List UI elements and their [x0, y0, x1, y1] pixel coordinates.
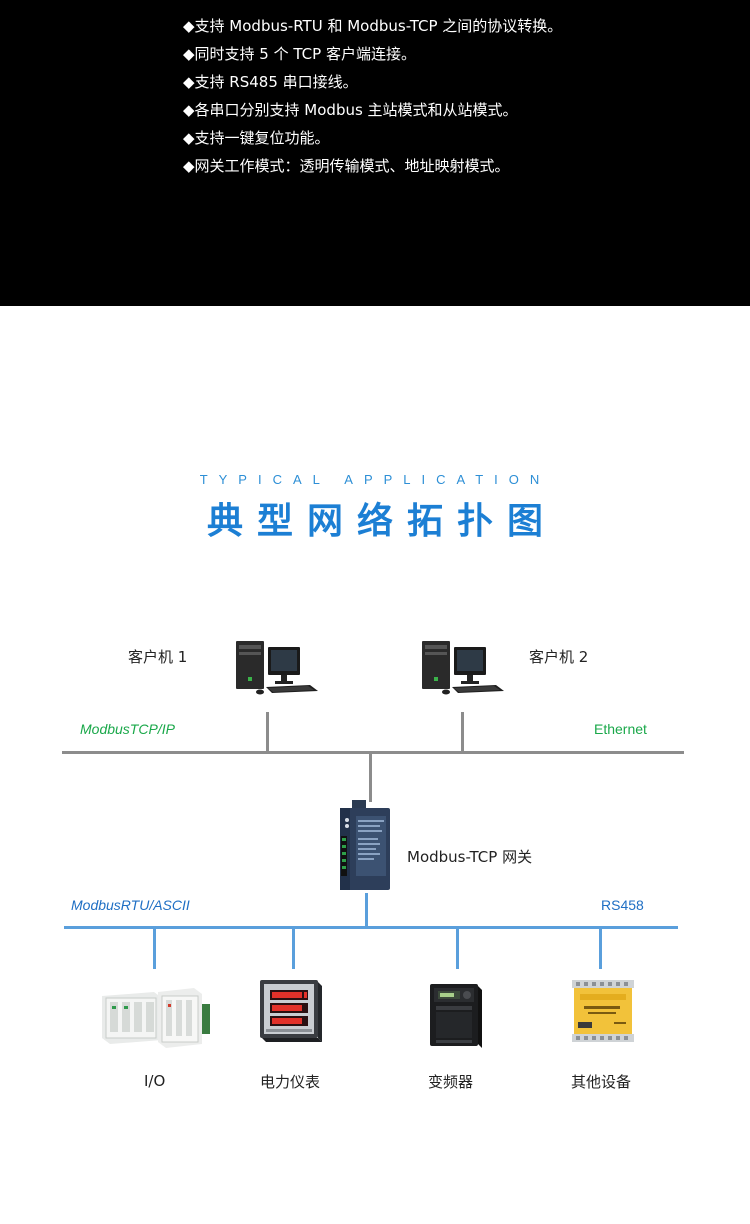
feature-item: ◆支持 RS485 串口接线。 [183, 73, 358, 91]
feature-panel: ◆支持 Modbus-RTU 和 Modbus-TCP 之间的协议转换。 ◆同时… [0, 0, 750, 306]
feature-item: ◆网关工作模式：透明传输模式、地址映射模式。 [183, 157, 510, 175]
client-1-drop-line [266, 712, 269, 752]
client-2-drop-line [461, 712, 464, 752]
feature-list: ◆支持 Modbus-RTU 和 Modbus-TCP 之间的协议转换。 ◆同时… [183, 12, 562, 180]
client-2-label: 客户机 2 [529, 648, 589, 666]
client-1-label: 客户机 1 [128, 648, 188, 666]
gateway-serial-line [365, 893, 368, 927]
computer-icon [230, 637, 320, 697]
feature-item: ◆同时支持 5 个 TCP 客户端连接。 [183, 45, 416, 63]
other-device-label: 其他设备 [571, 1073, 632, 1091]
meter-drop-line [292, 929, 295, 969]
ethernet-right-label: Ethernet [594, 721, 647, 737]
feature-item: ◆支持一键复位功能。 [183, 129, 330, 147]
ethernet-left-label: ModbusTCP/IP [80, 721, 175, 737]
feature-item: ◆支持 Modbus-RTU 和 Modbus-TCP 之间的协议转换。 [183, 17, 563, 35]
inverter-icon [428, 982, 484, 1050]
io-module-icon [98, 984, 214, 1050]
section-title: 典型网络拓扑图 [206, 501, 557, 542]
serial-left-label: ModbusRTU/ASCII [71, 897, 190, 913]
other-device-drop-line [599, 929, 602, 969]
inverter-label: 变频器 [428, 1073, 474, 1091]
io-label: I/O [144, 1072, 166, 1090]
inverter-drop-line [456, 929, 459, 969]
power-meter-icon [258, 978, 324, 1046]
other-device-icon [570, 976, 638, 1048]
power-meter-label: 电力仪表 [260, 1073, 321, 1091]
gateway-device-icon [336, 798, 400, 894]
io-drop-line [153, 929, 156, 969]
serial-right-label: RS458 [601, 897, 644, 913]
ethernet-bus [62, 751, 684, 754]
section-subtitle: TYPICAL APPLICATION [199, 472, 551, 487]
gateway-ethernet-line [369, 754, 372, 802]
serial-bus [64, 926, 678, 929]
feature-item: ◆各串口分别支持 Modbus 主站模式和从站模式。 [183, 101, 518, 119]
computer-icon [416, 637, 506, 697]
gateway-label: Modbus-TCP 网关 [407, 848, 533, 866]
